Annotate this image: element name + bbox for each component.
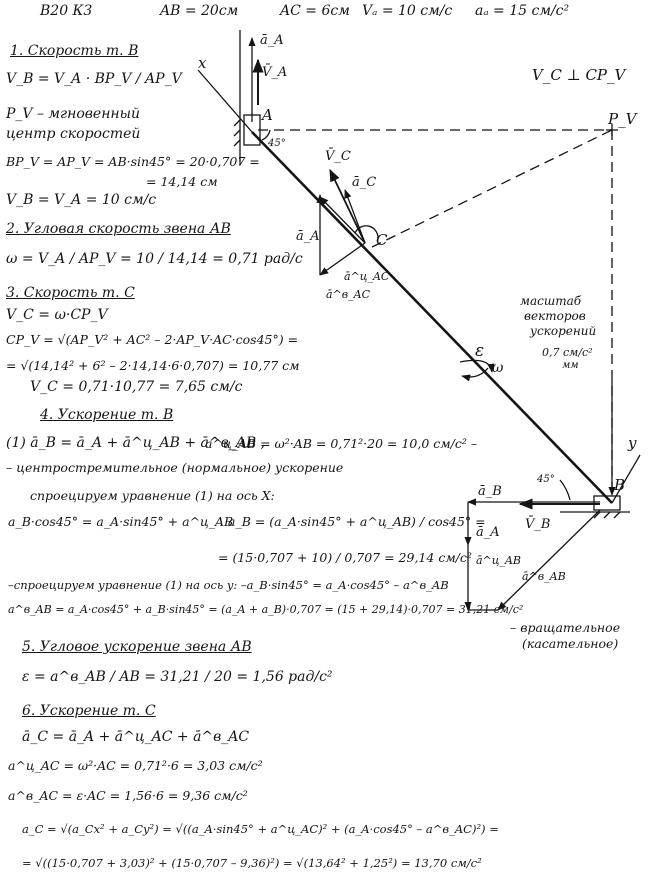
point-a: A [260, 106, 273, 124]
s4-text-5: (касательное) [522, 636, 619, 651]
perp-label: V_C ⊥ CP_V [532, 66, 628, 84]
section-3-title: 3. Скорость т. С [6, 285, 135, 301]
vector-aact [319, 242, 366, 276]
omega-arc [461, 367, 489, 382]
section-1-title: 1. Скорость т. В [10, 43, 139, 59]
label-omega: ω [492, 360, 504, 376]
label-aa-c: ā_A [296, 229, 320, 244]
section-5-title: 5. Угловое ускорение звена АВ [22, 639, 252, 655]
scale-text-5: мм [562, 360, 579, 371]
scale-text-4: 0,7 см/с² [542, 346, 593, 359]
scale-text-1: масштаб [520, 294, 582, 308]
right-angle-c [354, 225, 379, 239]
s6-formula-3: a^в_AC = ε·AC = 1,56·6 = 9,36 см/с² [8, 788, 248, 803]
y-axis [611, 454, 641, 504]
s4-text-4: – вращательное [510, 620, 621, 635]
label-aabn: ā^ц_AB [476, 554, 521, 567]
header-va: Vₐ = 10 см/с [362, 3, 453, 19]
variant-label: В20 К3 [40, 3, 93, 19]
s4-text-3: –спроецируем уравнение (1) на ось y: –a_… [8, 578, 449, 592]
s1-note-2: центр скоростей [6, 126, 141, 142]
s4-text-1: – центростремительное (нормальное) ускор… [6, 460, 344, 475]
s6-formula-2: a^ц_AC = ω²·AC = 0,71²·6 = 3,03 см/с² [8, 758, 263, 773]
vector-ac [344, 189, 366, 244]
s4-equation-1: (1) ā_B = ā_A + ā^ц_AB + ā^в_AB , [6, 435, 266, 451]
dash-c-pv [371, 129, 613, 248]
link-ab [251, 131, 613, 504]
label-ac: ā_C [352, 175, 376, 190]
s4-formula-1: a_B·cos45° = a_A·sin45° + a^ц_AB [8, 514, 234, 529]
s5-formula-1: ε = a^в_AB / AB = 31,21 / 20 = 1,56 рад/… [22, 669, 333, 685]
angle-arc-a [261, 129, 271, 141]
s1-formula-4: V_B = V_A = 10 см/с [6, 192, 157, 208]
section-2-title: 2. Угловая скорость звена АВ [6, 221, 231, 237]
s6-formula-1: ā_C = ā_A + ā^ц_AC + ā^в_AC [22, 729, 250, 745]
label-va-top: V̄_A [262, 64, 287, 80]
s4-formula-4: a^в_AB = a_A·cos45° + a_B·sin45° = (a_A … [8, 603, 524, 616]
s6-formula-5: = √((15·0,707 + 3,03)² + (15·0,707 – 9,3… [22, 856, 482, 870]
s4-equation-2: a^ц_AB = ω²·AB = 0,71²·20 = 10,0 см/с² – [205, 436, 478, 451]
s3-formula-2: CP_V = √(AP_V² + AC² – 2·AP_V·AC·cos45°)… [6, 332, 299, 347]
point-c: C [376, 231, 388, 249]
s1-formula-1: V_B = V_A · BP_V / AP_V [6, 71, 182, 87]
s4-text-2: спроецируем уравнение (1) на ось X: [30, 488, 275, 503]
vector-vc [329, 168, 366, 244]
label-aa-b: ā_A [476, 525, 500, 540]
point-pv: P_V [607, 110, 639, 128]
axis-y-label: y [627, 434, 637, 452]
label-aa-top: ā_A [260, 33, 284, 48]
header-ab: AB = 20см [160, 3, 239, 19]
s1-note-1: P_V – мгновенный [6, 106, 141, 122]
epsilon-arc [459, 359, 495, 373]
s3-formula-1: V_C = ω·CP_V [6, 307, 108, 323]
label-vc: V̄_C [325, 148, 351, 164]
label-ab: ā_B [478, 484, 502, 499]
section-6-title: 6. Ускорение т. С [22, 703, 156, 719]
s6-formula-4: a_C = √(a_Cx² + a_Cy²) = √((a_A·sin45° +… [22, 822, 499, 836]
header-aa: aₐ = 15 см/с² [475, 3, 570, 19]
label-vb: V̄_B [525, 516, 550, 532]
s1-formula-2: BP_V = AP_V = AB·sin45° = 20·0,707 = [6, 154, 260, 169]
angle-arc-b [559, 479, 571, 501]
vector-aacn [319, 196, 366, 244]
axis-x-label: x [198, 54, 207, 72]
angle-45-a: 45° [267, 138, 286, 149]
s4-formula-2: a_B = (a_A·sin45° + a^ц_AB) / cos45° = [228, 514, 486, 529]
angle-45-b: 45° [536, 474, 555, 485]
vector-aabt [497, 509, 601, 611]
scale-text-3: ускорений [529, 324, 596, 338]
header-ac: AC = 6см [280, 3, 350, 19]
guide-a-hatch [233, 119, 241, 127]
label-aacn: ā^ц_AC [344, 270, 390, 283]
label-aabt: ā^в_AB [522, 570, 566, 583]
s3-formula-3: = √(14,14² + 6² – 2·14,14·6·0,707) = 10,… [6, 358, 300, 373]
x-axis [197, 69, 253, 133]
label-eps: ε [475, 341, 484, 361]
s4-formula-3: = (15·0,707 + 10) / 0,707 = 29,14 см/с² [218, 550, 472, 565]
point-b: B [613, 476, 625, 494]
s1-formula-3: = 14,14 см [146, 174, 218, 189]
s2-formula-1: ω = V_A / AP_V = 10 / 14,14 = 0,71 рад/с [6, 251, 303, 267]
scale-text-2: векторов [524, 309, 586, 323]
section-4-title: 4. Ускорение т. В [40, 407, 174, 423]
s3-formula-4: V_C = 0,71·10,77 = 7,65 см/с [30, 379, 243, 395]
label-aact: ā^в_AC [326, 288, 371, 301]
